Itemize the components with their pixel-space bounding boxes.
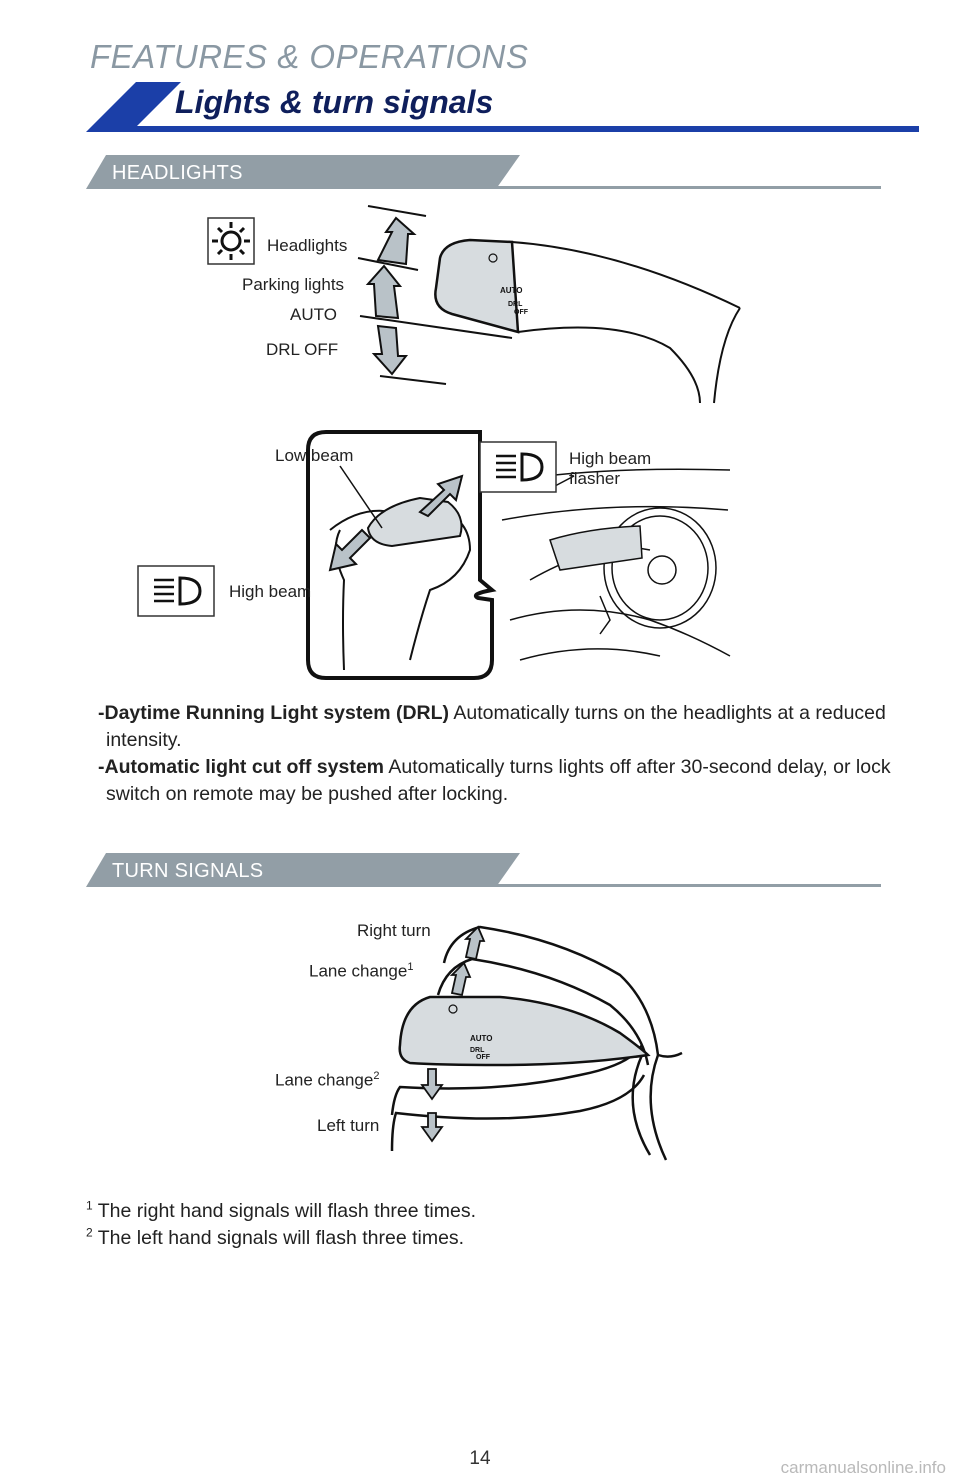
page-title: Lights & turn signals <box>175 84 494 120</box>
turn-lever: AUTO DRL OFF <box>398 995 651 1067</box>
svg-text:OFF: OFF <box>514 309 529 316</box>
high-beam-arrow <box>328 528 372 572</box>
left-turn-label: Left turn <box>317 1116 380 1135</box>
svg-text:AUTO: AUTO <box>500 286 523 295</box>
drl-down-arrow <box>371 324 409 376</box>
headlights-label: Headlights <box>267 236 348 255</box>
lane-change-left-arrow <box>420 1068 444 1101</box>
svg-text:DRL: DRL <box>508 301 523 308</box>
feature-drl: -Daytime Running Light system (DRL) Auto… <box>98 702 886 751</box>
high-beam-label: High beam <box>229 582 312 601</box>
footnotes: 1 The right hand signals will flash thre… <box>86 1198 786 1252</box>
headlights-up-arrow <box>376 216 417 266</box>
watermark: carmanualsonline.info <box>780 1458 946 1477</box>
auto-label: AUTO <box>290 305 337 324</box>
lane-change-2-label: Lane change2 <box>275 1070 380 1090</box>
turn-signals-heading-bar <box>86 853 881 887</box>
headlights-heading: HEADLIGHTS <box>112 162 243 184</box>
feature-auto-cutoff: -Automatic light cut off system Automati… <box>98 756 891 805</box>
headlight-feature-descriptions: -Daytime Running Light system (DRL) Auto… <box>98 700 898 808</box>
section-kicker: FEATURES & OPERATIONS <box>90 38 529 75</box>
headlights-heading-bar <box>86 155 881 189</box>
high-beam-flasher-label: High beam flasher <box>569 449 652 488</box>
footnote-2: 2 The left hand signals will flash three… <box>86 1225 465 1250</box>
parking-lights-label: Parking lights <box>242 275 345 294</box>
page-number: 14 <box>469 1448 491 1469</box>
lane-change-1-label: Lane change1 <box>309 961 414 981</box>
flasher-arrow <box>418 474 464 518</box>
low-beam-label: Low beam <box>275 446 354 465</box>
beam-diagram <box>137 430 731 680</box>
headlight-lever: AUTO DRL OFF <box>434 238 741 404</box>
right-turn-arrow <box>463 925 486 961</box>
title-bar <box>86 82 919 132</box>
footnote-1: 1 The right hand signals will flash thre… <box>86 1198 477 1223</box>
left-turn-arrow <box>420 1112 444 1143</box>
turn-signal-diagram: AUTO DRL OFF <box>390 925 683 1161</box>
parking-up-arrow <box>365 264 403 320</box>
high-beam-flasher-icon <box>479 441 557 493</box>
headlight-switch-diagram: AUTO DRL OFF <box>207 205 741 404</box>
right-turn-label: Right turn <box>357 921 431 940</box>
drl-off-label: DRL OFF <box>266 340 339 359</box>
svg-text:DRL: DRL <box>470 1047 485 1054</box>
turn-signals-heading: TURN SIGNALS <box>112 860 264 882</box>
svg-text:AUTO: AUTO <box>470 1034 493 1043</box>
headlight-sun-icon <box>207 217 255 265</box>
svg-text:OFF: OFF <box>476 1054 491 1061</box>
high-beam-icon <box>137 565 215 617</box>
lane-change-right-arrow <box>449 961 472 997</box>
